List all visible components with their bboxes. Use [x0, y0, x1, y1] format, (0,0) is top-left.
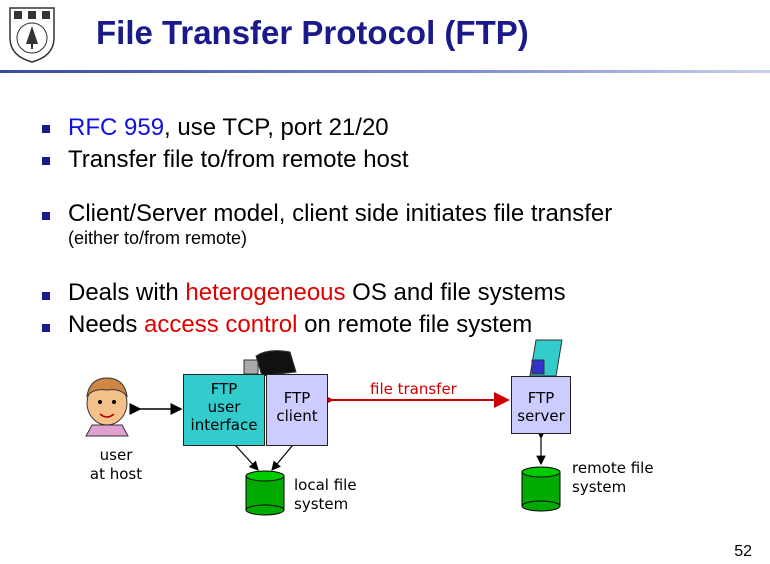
title-rule	[0, 70, 770, 73]
ftp-server-line1: FTP	[527, 389, 555, 407]
file-transfer-label: file transfer	[370, 380, 457, 398]
user-at-host-label: user at host	[88, 446, 144, 484]
heterogeneous-highlight: heterogeneous	[185, 279, 346, 306]
bullet-rfc: RFC 959, use TCP, port 21/20	[68, 114, 389, 142]
bullet-transfer: Transfer file to/from remote host	[68, 146, 409, 173]
local-file-system-label: local file system	[294, 476, 357, 514]
ui-disk-arrow	[226, 436, 259, 471]
bullet-heterogeneous-post: OS and file systems	[345, 279, 566, 306]
ftp-client-line1: FTP	[283, 389, 311, 407]
slide-title: File Transfer Protocol (FTP)	[96, 14, 529, 51]
computer-icon	[243, 350, 297, 377]
bullet-marker	[42, 157, 50, 165]
rfc-link[interactable]: RFC 959	[68, 114, 165, 141]
bullet-client-server-sub: (either to/from remote)	[68, 228, 248, 248]
bullet-access-pre: Needs	[68, 311, 145, 338]
ftp-client-box: FTP client	[266, 374, 328, 446]
remote-fs-line2: system	[572, 478, 627, 496]
remote-fs-line1: remote file	[572, 459, 654, 477]
access-control-highlight: access control	[144, 311, 298, 338]
local-fs-line1: local file	[294, 476, 357, 494]
ftp-server-box: FTP server	[511, 376, 571, 434]
page-number: 52	[734, 543, 752, 560]
client-disk-arrow	[271, 436, 302, 471]
bullet-heterogeneous: Deals with heterogeneous OS and file sys…	[68, 279, 566, 307]
bullet-marker	[42, 212, 50, 220]
bullet-marker	[42, 292, 50, 300]
local-fs-line2: system	[294, 495, 349, 513]
server-icon	[529, 339, 563, 377]
user-label-line1: user	[99, 446, 133, 464]
bullet-access-control: Needs access control on remote file syst…	[68, 311, 532, 339]
user-face-icon	[82, 377, 132, 437]
bullet-client-server: Client/Server model, client side initiat…	[68, 200, 613, 227]
bullet-marker	[42, 324, 50, 332]
bullet-heterogeneous-pre: Deals with	[68, 279, 186, 306]
ftp-client-line2: client	[276, 407, 318, 425]
bullet-marker	[42, 125, 50, 133]
remote-file-system-label: remote file system	[572, 459, 654, 497]
ftp-ui-line2: user	[207, 398, 241, 416]
bullet-rfc-text: , use TCP, port 21/20	[164, 114, 389, 141]
remote-disk-icon	[521, 466, 561, 512]
ftp-user-interface-box: FTP user interface	[183, 374, 265, 446]
ftp-server-line2: server	[517, 407, 565, 425]
local-disk-icon	[245, 470, 285, 516]
bullet-access-post: on remote file system	[297, 311, 533, 338]
ftp-ui-line1: FTP	[210, 380, 238, 398]
ftp-ui-line3: interface	[190, 416, 258, 434]
user-label-line2: at host	[89, 465, 143, 483]
university-logo	[9, 7, 55, 63]
